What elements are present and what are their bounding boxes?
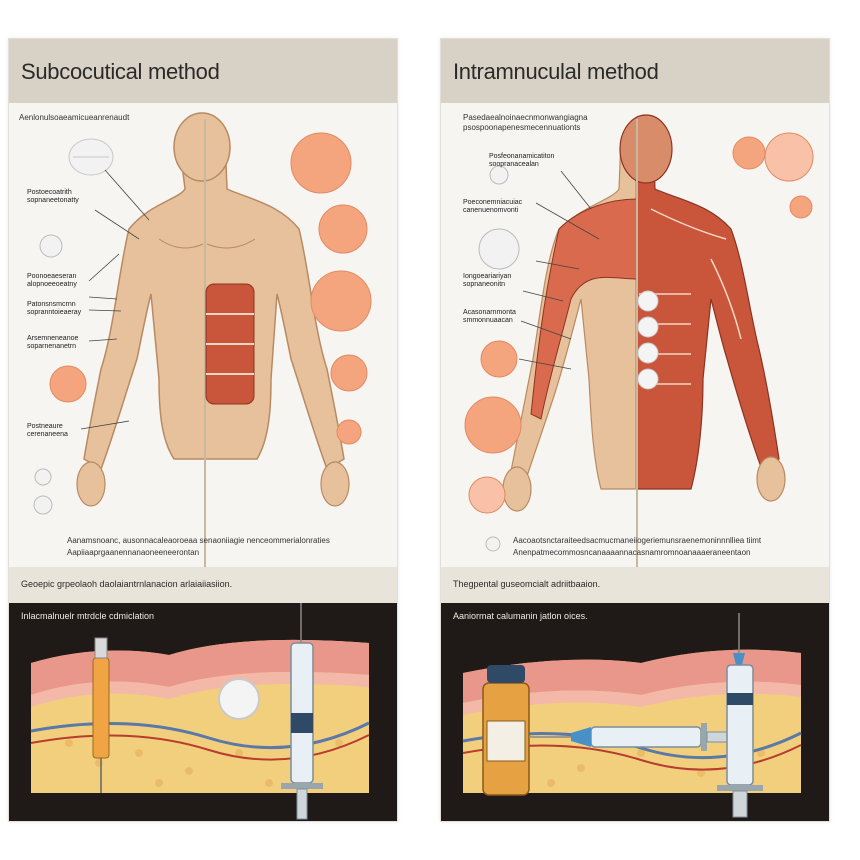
human-figure — [76, 112, 350, 567]
syringe-icon — [717, 613, 763, 818]
label-3: Iongoeariariyan sopnaneonitn — [463, 273, 512, 288]
label-pointers — [80, 169, 150, 430]
skin-cross-section-area: Aaniormat calumanin jatlon oices. — [441, 603, 829, 821]
title-bar: Intramnuculal method — [441, 39, 829, 103]
syringe-icon — [92, 637, 110, 793]
intramuscular-panel: Intramnuculal method Pasedaealnoinaecnmo… — [440, 38, 830, 822]
abdominal-muscles — [205, 283, 255, 405]
skin-layers-diagram — [30, 603, 370, 820]
bottom-caption: Aaniormat calumanin jatlon oices. — [453, 611, 588, 621]
header-text-2: psospoonapenesmecennuationts — [463, 123, 581, 132]
label-1: Posfeonanamicatiton soopranacealan — [489, 153, 555, 168]
muscle-diagram — [464, 114, 814, 567]
body-diagram — [33, 112, 372, 567]
pill-icons — [464, 132, 814, 552]
label-5: Postneaure cerenaneena — [27, 423, 68, 438]
syringe-icon — [281, 603, 323, 820]
label-2: Poonoeaeseran alopnoeeoeatny — [27, 273, 77, 288]
caption-strip: Thegpental guseomcialt adriitbaaion. — [441, 567, 829, 603]
caption: Aacoaotsnctaraiteedsacmucmaneiiogeriemun… — [513, 536, 762, 557]
human-figure — [502, 114, 786, 567]
label-4: Arsemneneanoe soparnenanetrn — [27, 335, 79, 350]
label-pointers — [518, 170, 600, 370]
label-1: Postoecoatrith sopnaneetonatty — [27, 189, 79, 204]
label-2: Poeconemniacuiac canenuenomvonti — [463, 199, 523, 214]
strip-text: Geoepic grpeolaoh daolaiantrnlanacion ar… — [21, 579, 233, 589]
panel-title: Intramnuculal method — [453, 59, 659, 84]
title-bar: Subcocutical method — [9, 39, 397, 103]
bottom-caption: Inlacmalnuelr mtrdcle cdmiclation — [21, 611, 155, 621]
skin-layers-diagram — [462, 613, 802, 818]
header-text: Pasedaealnoinaecnmonwangiagna — [463, 113, 588, 122]
strip-text: Thegpental guseomcialt adriitbaaion. — [453, 579, 601, 589]
caption-strip: Geoepic grpeolaoh daolaiantrnlanacion ar… — [9, 567, 397, 603]
label-3: Patonsnsmcrnn sopranntoieaeray — [27, 301, 82, 316]
skin-cross-section-area: Inlacmalnuelr mtrdcle cdmiclation — [9, 603, 397, 821]
subcutaneous-panel: Subcocutical method Aenlonulsoaeamicuean… — [8, 38, 398, 822]
header-text: Aenlonulsoaeamicueanrenaudt — [19, 113, 130, 122]
medicine-vial-icon — [482, 665, 530, 796]
caption: Aanamsnoanc, ausonnacaleaoroeaa senaonii… — [67, 536, 330, 557]
panel-title: Subcocutical method — [21, 59, 220, 84]
label-4: Acasonarnmonta smmonnuaacan — [463, 309, 516, 324]
syringe-icon — [529, 723, 732, 751]
pill-icons — [33, 132, 372, 515]
